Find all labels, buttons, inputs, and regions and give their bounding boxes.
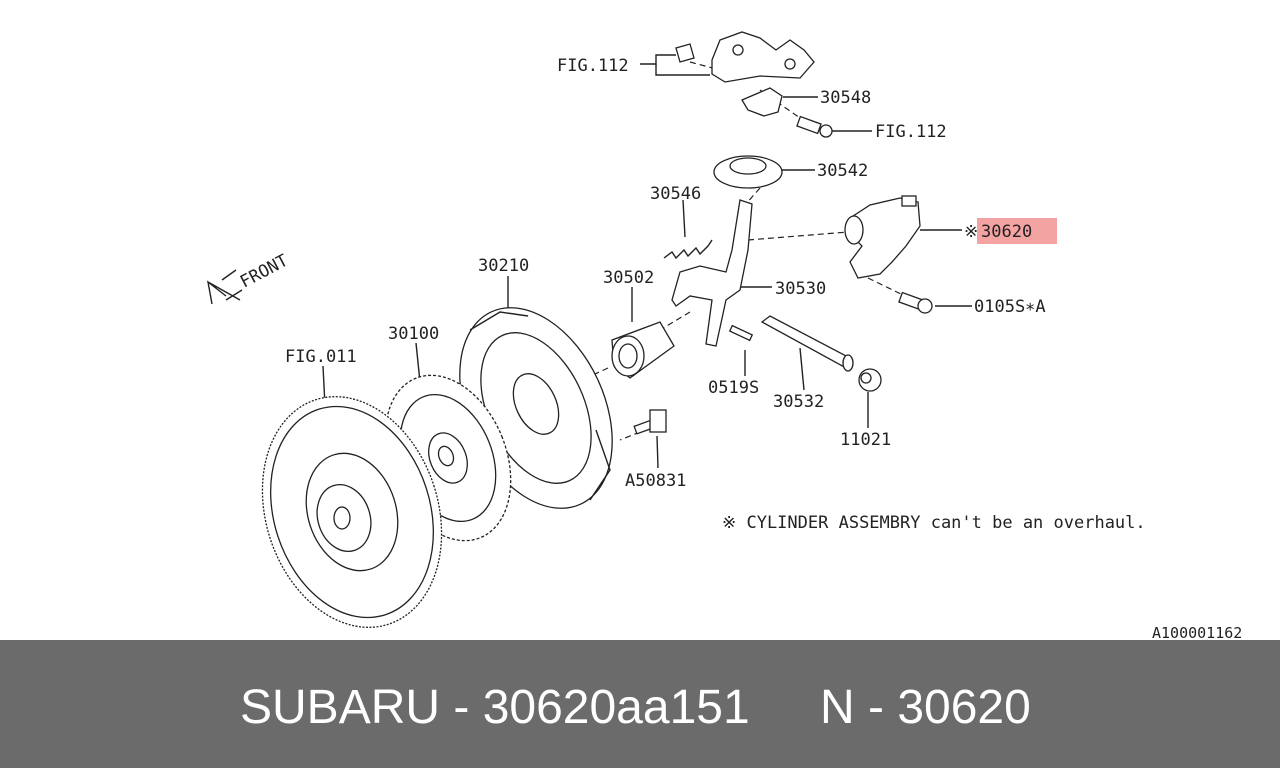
label-30502: 30502 bbox=[603, 268, 654, 288]
label-fig112-top: FIG.112 bbox=[557, 56, 629, 76]
bolt-0105s bbox=[898, 291, 933, 314]
label-30546: 30546 bbox=[650, 184, 701, 204]
part-30546 bbox=[663, 239, 713, 260]
front-arrow-icon bbox=[206, 269, 243, 305]
label-0519s: 0519S bbox=[708, 378, 759, 398]
part-11021 bbox=[858, 368, 882, 392]
label-30100: 30100 bbox=[388, 324, 439, 344]
bolt-a50831 bbox=[633, 409, 667, 435]
label-0105s: 0105S∗A bbox=[974, 297, 1046, 317]
label-30548: 30548 bbox=[820, 88, 871, 108]
footer-bar: SUBARU - 30620aa151 N - 30620 bbox=[0, 640, 1280, 768]
label-11021: 11021 bbox=[840, 430, 891, 450]
bolt-fig112 bbox=[796, 115, 833, 138]
footer-oem-number: N - 30620 bbox=[820, 681, 1031, 734]
label-30542: 30542 bbox=[817, 161, 868, 181]
part-30502 bbox=[611, 321, 675, 379]
label-30532: 30532 bbox=[773, 392, 824, 412]
reference-code: A100001162 bbox=[1152, 624, 1242, 640]
part-30548 bbox=[741, 87, 783, 117]
label-fig112-right: FIG.112 bbox=[875, 122, 947, 142]
label-30620: 30620 bbox=[981, 222, 1032, 242]
part-fig011-flywheel bbox=[261, 396, 443, 628]
label-30210: 30210 bbox=[478, 256, 529, 276]
parts-diagram: FIG.112 30548 FIG.112 30542 30546 ※ 3062… bbox=[206, 31, 1242, 640]
leader-lines bbox=[322, 54, 972, 469]
note-text: ※ CYLINDER ASSEMBRY can't be an overhaul… bbox=[722, 513, 1146, 533]
label-front: FRONT bbox=[237, 251, 292, 293]
part-30532 bbox=[760, 315, 854, 372]
label-30620-mark: ※ bbox=[964, 222, 978, 242]
part-30542 bbox=[713, 155, 783, 189]
highlight-30620 bbox=[977, 218, 1057, 244]
bracket-fig112 bbox=[675, 31, 815, 83]
footer-part-number: SUBARU - 30620aa151 bbox=[240, 681, 750, 734]
label-fig011: FIG.011 bbox=[285, 347, 357, 367]
part-30530 bbox=[671, 199, 753, 347]
label-30530: 30530 bbox=[775, 279, 826, 299]
label-a50831: A50831 bbox=[625, 471, 686, 491]
part-30620 bbox=[844, 195, 921, 279]
part-0519s bbox=[728, 324, 754, 342]
